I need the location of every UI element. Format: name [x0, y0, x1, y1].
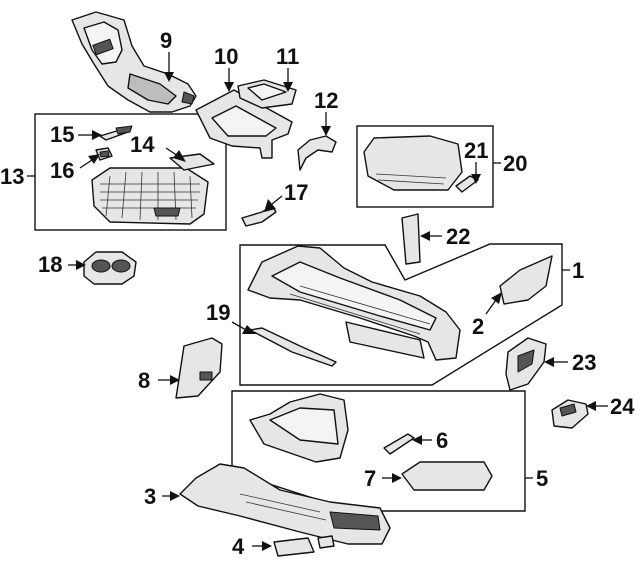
- callout-7: 7: [364, 466, 376, 491]
- part-5-rear-bin: [249, 393, 349, 463]
- part-18-cup-holder: [83, 251, 137, 285]
- part-22-side-bracket: [401, 213, 421, 265]
- part-12-hinge-cover: [297, 135, 337, 171]
- callout-23: 23: [572, 350, 596, 375]
- part-16-latch: [95, 147, 113, 161]
- callout-15: 15: [50, 122, 74, 147]
- callout-4: 4: [232, 534, 245, 559]
- part-3-lower-base: [179, 463, 391, 545]
- callout-11: 11: [276, 44, 299, 69]
- callout-19: 19: [206, 300, 230, 325]
- callout-3: 3: [144, 484, 156, 509]
- part-20-console-lid: [363, 135, 463, 191]
- part-2-side-panel: [499, 255, 553, 305]
- group-box-13: [34, 113, 227, 231]
- part-15-latch-clip: [99, 125, 133, 141]
- group-box-20: [356, 125, 494, 208]
- callout-2: 2: [472, 314, 484, 339]
- callout-18: 18: [38, 252, 62, 277]
- callout-13: 13: [0, 164, 24, 189]
- part-7-lower-panel: [401, 461, 493, 491]
- callout-8: 8: [138, 368, 150, 393]
- part-24-switch: [551, 399, 589, 429]
- callout-21: 21: [464, 138, 488, 163]
- part-19-trim-strip: [249, 327, 337, 367]
- part-6-trim-strip: [383, 433, 415, 455]
- callout-17: 17: [284, 180, 308, 205]
- callout-10: 10: [214, 44, 238, 69]
- callout-6: 6: [436, 428, 448, 453]
- callout-14: 14: [130, 132, 155, 157]
- callout-24: 24: [610, 394, 635, 419]
- part-8-side-panel: [175, 337, 223, 399]
- callout-5: 5: [536, 466, 548, 491]
- callout-1: 1: [572, 258, 584, 283]
- group-box-1: [239, 243, 563, 386]
- part-11-lid-pad: [237, 79, 297, 109]
- part-9-shifter-trim: [71, 11, 197, 113]
- leader-lines: [27, 52, 608, 551]
- callout-12: 12: [314, 88, 338, 113]
- callout-22: 22: [446, 224, 470, 249]
- part-1-console-base: [247, 245, 461, 361]
- callout-16: 16: [50, 158, 74, 183]
- part-13-storage-bin: [91, 167, 209, 225]
- part-23-vent-bezel: [505, 337, 547, 391]
- part-4-bracket: [273, 535, 335, 557]
- callout-20: 20: [503, 151, 527, 176]
- callout-labels: 9 10 11 12 13 14 15 16 17 18 19 20 21 22…: [0, 28, 635, 559]
- callout-9: 9: [160, 28, 172, 53]
- group-box-5: [231, 390, 526, 512]
- part-10-trim-bezel: [195, 89, 293, 159]
